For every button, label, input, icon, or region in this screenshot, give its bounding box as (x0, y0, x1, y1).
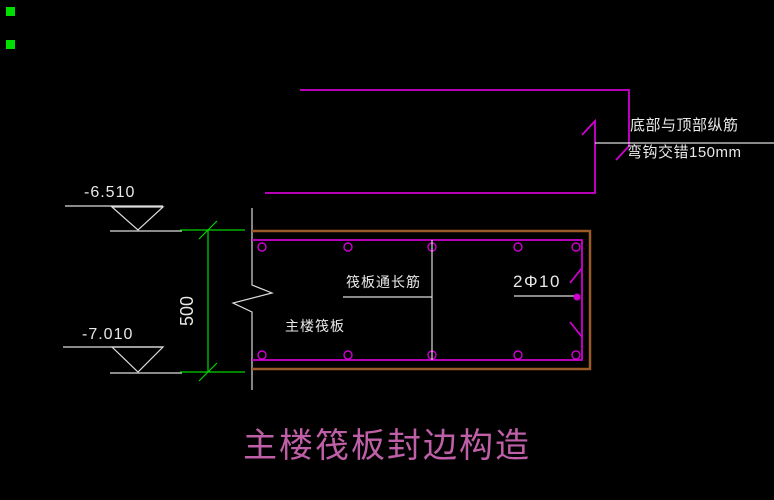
rebar-circle (572, 351, 580, 359)
elevation-bottom-value: -7.010 (82, 326, 134, 343)
edge-rebar-outline (252, 240, 582, 360)
rebar-circle (344, 243, 352, 251)
dimension-value: 500 (177, 295, 197, 327)
rebar-circle (514, 243, 522, 251)
side-bar-dot (573, 293, 581, 301)
top-bar-polyline (300, 90, 629, 160)
elevation-top-value: -6.510 (84, 184, 136, 201)
bottom-bar-polyline (265, 121, 595, 193)
dimension-tick-top (199, 221, 217, 239)
break-line (233, 208, 272, 390)
grip-square-icon (6, 40, 15, 49)
rebar-circle (258, 351, 266, 359)
drawing-title: 主楼筏板封边构造 (243, 427, 531, 465)
grip-square-icon (6, 7, 15, 16)
dimension-tick-bottom (199, 363, 217, 381)
elevation-top-triangle-icon (112, 207, 163, 230)
rebar-circle (514, 351, 522, 359)
hook-note-line2: 弯钩交错150mm (627, 144, 742, 161)
rebar-circle (258, 243, 266, 251)
through-bar-label: 筏板通长筋 (346, 274, 421, 290)
hook-note-line1: 底部与顶部纵筋 (630, 117, 739, 134)
rebar-circle (572, 243, 580, 251)
side-bar-label: 2Φ10 (513, 272, 561, 291)
rebar-circle (344, 351, 352, 359)
elevation-bottom-triangle-icon (112, 347, 163, 372)
edge-hook-top (570, 268, 582, 283)
slab-label: 主楼筏板 (285, 318, 345, 334)
edge-hook-bottom (570, 322, 582, 337)
slab-outline (252, 231, 590, 369)
